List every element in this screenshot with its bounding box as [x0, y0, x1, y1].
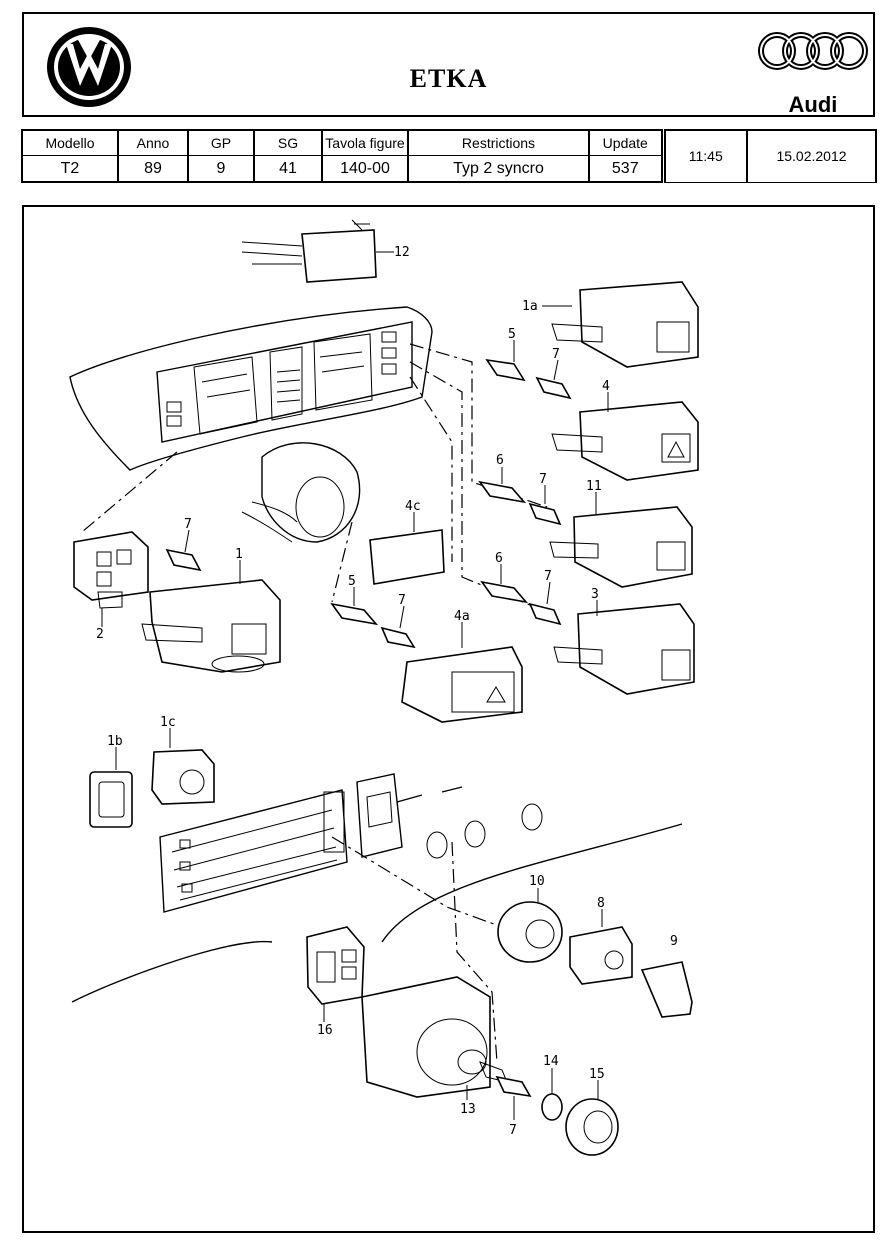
part-16-switch-bezel [306, 926, 365, 1005]
part-2-switch-housing [73, 531, 149, 609]
value-modello: T2 [21, 155, 119, 183]
part-10-rotary-switch [497, 901, 563, 963]
part-1-headlight-switch [141, 579, 281, 673]
callout-5-lower: 5 [348, 574, 356, 589]
steering-shroud [261, 442, 361, 543]
part-1a-switch [551, 281, 699, 368]
callout-4: 4 [602, 379, 610, 394]
part-7-bulb-middle [528, 502, 562, 526]
callout-15: 15 [589, 1067, 605, 1082]
callout-7-left: 7 [184, 517, 192, 532]
part-5-bulb-holder-lower [330, 602, 379, 626]
callout-13: 13 [460, 1102, 476, 1117]
callout-7-middle: 7 [539, 472, 547, 487]
part-3-fog-light-switch [553, 603, 695, 695]
part-11-rear-heater-switch [549, 506, 693, 588]
header-modello: Modello [21, 129, 119, 156]
part-7-bulb-bottom [495, 1075, 532, 1098]
callout-4a: 4a [454, 609, 470, 624]
callout-11: 11 [586, 479, 602, 494]
callout-8: 8 [597, 896, 605, 911]
part-7-bulb-lower [380, 626, 416, 649]
callout-10: 10 [529, 874, 545, 889]
date-cell: 15.02.2012 [746, 129, 877, 183]
header-anno: Anno [117, 129, 189, 156]
page-title: ETKA [409, 64, 488, 93]
audi-rings-icon [758, 32, 868, 70]
callout-3: 3 [591, 587, 599, 602]
value-gp: 9 [187, 155, 255, 183]
info-table: Modello Anno GP SG Tavola figure Restric… [21, 129, 877, 183]
part-6-bulb-holder-lower [480, 580, 529, 604]
callout-5-top: 5 [508, 327, 516, 342]
value-anno: 89 [117, 155, 189, 183]
callout-7-middle-lower: 7 [544, 569, 552, 584]
part-14-bulb-socket [541, 1093, 563, 1121]
part-12-switch-strip [241, 219, 377, 283]
callout-1b: 1b [107, 734, 123, 749]
callout-1a: 1a [522, 299, 538, 314]
value-update: 537 [588, 155, 664, 183]
part-5-bulb-holder [485, 358, 526, 382]
callout-4c: 4c [405, 499, 421, 514]
callout-7-top: 7 [552, 347, 560, 362]
callout-6-lower: 6 [495, 551, 503, 566]
part-15-lighter-knob [565, 1098, 619, 1156]
parts-diagram: 12 1a 5 7 4 [69, 219, 699, 1156]
audi-wordmark: Audi [788, 92, 838, 117]
part-7-bulb [535, 376, 572, 400]
part-13-lighter-housing [361, 976, 508, 1098]
header-tavola: Tavola figure [321, 129, 409, 156]
time-cell: 11:45 [660, 129, 748, 183]
part-9-key-knob [640, 961, 693, 1018]
value-restrictions: Typ 2 syncro [407, 155, 590, 183]
part-4-hazard-switch [551, 401, 699, 481]
part-8-relay-block [569, 926, 633, 985]
callout-1: 1 [235, 547, 243, 562]
parts-diagram-frame: 12 1a 5 7 4 [22, 205, 875, 1233]
callout-1c: 1c [160, 715, 176, 730]
value-tavola: 140-00 [321, 155, 409, 183]
callout-6-upper: 6 [496, 453, 504, 468]
header-gp: GP [187, 129, 255, 156]
part-1b-bezel [89, 771, 133, 828]
callout-7-lower: 7 [398, 593, 406, 608]
dashboard-outline [69, 306, 433, 471]
callout-2: 2 [96, 627, 104, 642]
part-7-bulb-left [165, 548, 202, 572]
part-4a-hazard-switch-alt [401, 646, 523, 723]
vw-logo-icon [47, 27, 131, 107]
part-4c-blank-cover [369, 529, 445, 585]
callout-9: 9 [670, 934, 678, 949]
callout-12: 12 [394, 245, 410, 260]
header-box: ETKA Audi [22, 12, 875, 117]
value-sg: 41 [253, 155, 323, 183]
header-restrictions: Restrictions [407, 129, 590, 156]
part-7-bulb-middle-lower [528, 602, 562, 626]
callout-7-bottom: 7 [509, 1123, 517, 1138]
part-6-bulb-holder-upper [478, 480, 527, 504]
heater-control-panel [159, 773, 403, 913]
callout-14: 14 [543, 1054, 559, 1069]
part-1c-knob [151, 749, 215, 805]
header-sg: SG [253, 129, 323, 156]
header-update: Update [588, 129, 664, 156]
callout-16: 16 [317, 1023, 333, 1038]
